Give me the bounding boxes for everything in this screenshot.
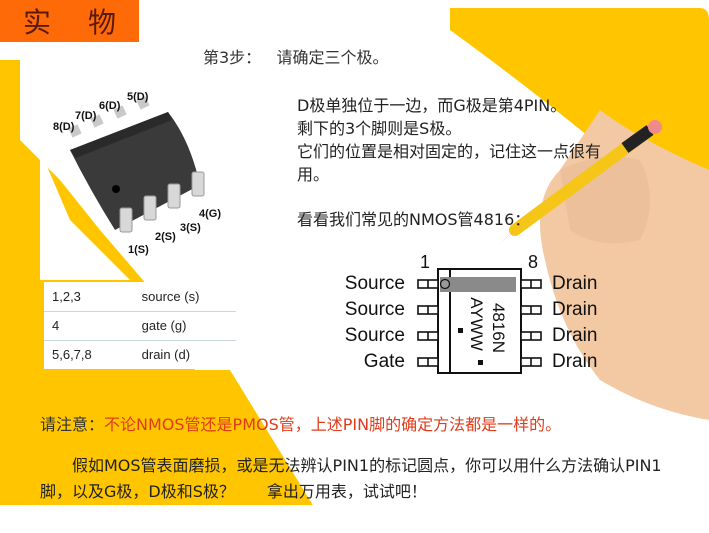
right-pin-label: Drain <box>552 325 598 346</box>
marking-date-code: AYWW <box>467 297 486 351</box>
step-heading: 第3步： 请确定三个极。 <box>203 44 388 68</box>
pin-label-5: 5(D) <box>127 91 149 103</box>
ic-package-drawing <box>417 268 542 374</box>
slide-title-box: 实 物 <box>0 0 139 42</box>
description-line: D极单独位于一边，而G极是第4PIN。 <box>297 96 567 115</box>
slide-title: 实 物 <box>23 6 130 39</box>
function-cell: gate (g) <box>111 311 236 341</box>
note-highlight: 不论NMOS管还是PMOS管，上述PIN脚的确定方法都是一样的。 <box>104 415 562 434</box>
pin-8-marker: 8 <box>528 252 539 272</box>
right-pin-label: Drain <box>552 351 598 372</box>
soic8-chip-image <box>68 96 205 233</box>
description-line: 剩下的3个脚则是S极。 <box>297 119 462 138</box>
left-pin-label: Source <box>344 325 405 346</box>
nmos-4816-pinout-diagram: 1 8 Source Source Source Gate Drain Drai… <box>330 252 630 382</box>
hand-with-pencil-image <box>498 110 709 420</box>
pin-label-7: 7(D) <box>75 110 97 122</box>
pins-cell: 1,2,3 <box>44 282 112 312</box>
function-cell: source (s) <box>111 282 236 312</box>
marking-part-number: 4816N <box>489 302 508 354</box>
left-pin-label: Source <box>344 299 405 320</box>
step-label: 第3步： <box>203 48 262 67</box>
pins-cell: 5,6,7,8 <box>52 347 92 363</box>
description-line: 它们的位置是相对固定的，记住这一点很有 <box>297 142 602 161</box>
note-prefix: 请注意： <box>40 415 105 434</box>
left-pin-label: Source <box>344 273 405 294</box>
table-row: 4 gate (g) <box>44 311 236 341</box>
example-line: 看看我们常见的NMOS管4816： <box>297 210 531 229</box>
pin-label-3: 3(S) <box>180 222 201 234</box>
chip-photo: 8(D) 7(D) 6(D) 5(D) 1(S) 2(S) 3(S) 4(G) <box>40 80 240 260</box>
left-pin-label: Gate <box>363 351 405 372</box>
pin-label-4: 4(G) <box>199 208 221 220</box>
pin-label-6: 6(D) <box>99 100 121 112</box>
note-line: 请注意：不论NMOS管还是PMOS管，上述PIN脚的确定方法都是一样的。 <box>40 411 561 435</box>
pin-label-8: 8(D) <box>53 121 75 133</box>
description-block: D极单独位于一边，而G极是第4PIN。 剩下的3个脚则是S极。 它们的位置是相对… <box>297 94 601 231</box>
pin-function-table: 1,2,3 source (s) 4 gate (g) 5,6,7,8 drai… <box>44 282 236 369</box>
pin-label-2: 2(S) <box>155 231 176 243</box>
table-row: 5,6,7,8 drain (d) <box>44 340 236 369</box>
right-pin-label: Drain <box>552 273 598 294</box>
pin-label-1: 1(S) <box>128 244 149 256</box>
pin-1-marker: 1 <box>420 252 431 272</box>
function-cell: drain (d) <box>141 347 191 363</box>
question-paragraph: 假如MOS管表面磨损，或是无法辨认PIN1的标记圆点，你可以用什么方法确认PIN… <box>40 456 662 501</box>
description-line: 用。 <box>297 165 330 184</box>
right-pin-label: Drain <box>552 299 598 320</box>
pins-cell: 4 <box>44 311 112 341</box>
step-text: 请确定三个极。 <box>276 48 389 67</box>
table-row: 1,2,3 source (s) <box>44 282 236 312</box>
